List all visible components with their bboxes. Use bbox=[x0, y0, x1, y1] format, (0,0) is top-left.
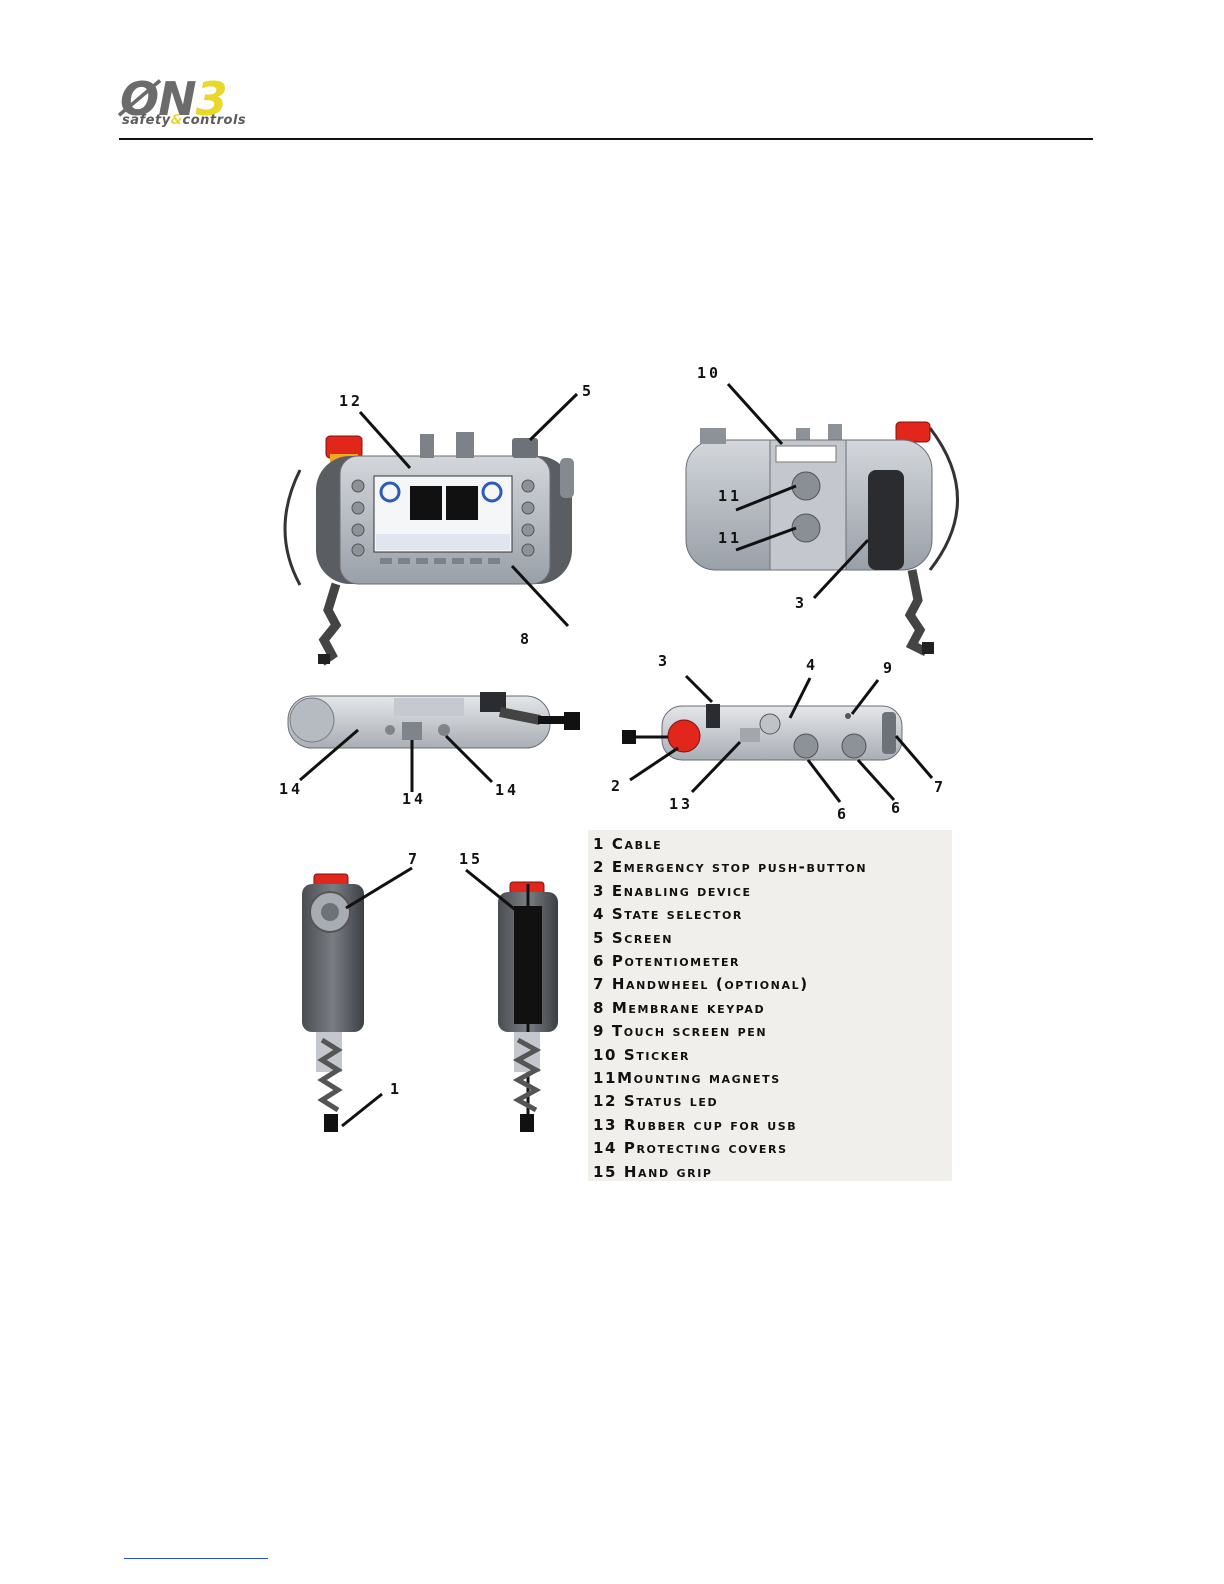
legend-item-2: 2 Emergency stop push-button bbox=[593, 858, 868, 877]
legend-item-6: 6 Potentiometer bbox=[593, 952, 741, 971]
legend-item-12: 12 Status led bbox=[593, 1092, 719, 1111]
callout-8: 8 bbox=[520, 630, 533, 648]
legend-item-14: 14 Protecting covers bbox=[593, 1139, 788, 1158]
callout-12: 12 bbox=[339, 392, 364, 410]
company-logo: ØN3 safety&controls bbox=[120, 76, 310, 132]
callout-11-bottom: 11 bbox=[718, 529, 743, 547]
callout-1: 1 bbox=[390, 1080, 403, 1098]
logo-tagline-amp: & bbox=[170, 113, 183, 128]
legend-item-15: 15 Hand grip bbox=[593, 1162, 713, 1181]
logo-mark: ØN3 bbox=[120, 76, 228, 122]
footer-link[interactable] bbox=[124, 1558, 268, 1559]
legend-item-1: 1 Cable bbox=[593, 835, 663, 853]
logo-tagline-left: safety bbox=[122, 113, 171, 128]
callout-5: 5 bbox=[582, 382, 595, 400]
callout-7-side: 7 bbox=[408, 850, 421, 868]
callout-7-top: 7 bbox=[934, 778, 947, 796]
top-view bbox=[622, 674, 934, 803]
parts-legend: 1 Cable 2 Emergency stop push-button 3 E… bbox=[588, 830, 952, 1181]
callout-14-right: 14 bbox=[495, 781, 520, 799]
callout-13: 13 bbox=[669, 795, 694, 813]
legend-item-8: 8 Membrane keypad bbox=[593, 998, 766, 1017]
callout-10: 10 bbox=[697, 364, 722, 382]
callout-4: 4 bbox=[806, 656, 819, 674]
header-divider bbox=[119, 138, 1093, 140]
legend-item-10: 10 Sticker bbox=[593, 1045, 691, 1064]
legend-item-9: 9 Touch screen pen bbox=[593, 1022, 768, 1041]
bottom-view bbox=[287, 692, 580, 792]
logo-tagline-right: controls bbox=[182, 113, 247, 128]
logo-mark-left: ØN bbox=[120, 72, 197, 126]
back-view bbox=[685, 382, 959, 657]
logo-tagline: safety&controls bbox=[122, 113, 246, 128]
callout-6-right: 6 bbox=[891, 799, 904, 817]
callout-6-left: 6 bbox=[837, 805, 850, 823]
legend-item-7: 7 Handwheel (optional) bbox=[593, 975, 809, 994]
legend-item-5: 5 Screen bbox=[593, 928, 674, 947]
legend-item-13: 13 Rubber cup for usb bbox=[593, 1115, 798, 1134]
callout-3-top: 3 bbox=[658, 652, 671, 670]
side-view-handwheel bbox=[302, 866, 413, 1132]
legend-item-4: 4 State selector bbox=[593, 905, 743, 924]
callout-15: 15 bbox=[459, 850, 484, 868]
callout-2: 2 bbox=[611, 777, 624, 795]
callout-9: 9 bbox=[883, 659, 896, 677]
legend-item-3: 3 Enabling device bbox=[593, 881, 752, 900]
callout-14-left: 14 bbox=[279, 780, 304, 798]
legend-item-11: 11Mounting magnets bbox=[593, 1069, 781, 1088]
callout-14-middle: 14 bbox=[402, 790, 427, 808]
side-view-handgrip bbox=[465, 868, 558, 1132]
callout-3-back: 3 bbox=[795, 594, 808, 612]
front-view bbox=[283, 392, 579, 666]
logo-mark-right: 3 bbox=[195, 72, 228, 126]
callout-11-top: 11 bbox=[718, 487, 743, 505]
